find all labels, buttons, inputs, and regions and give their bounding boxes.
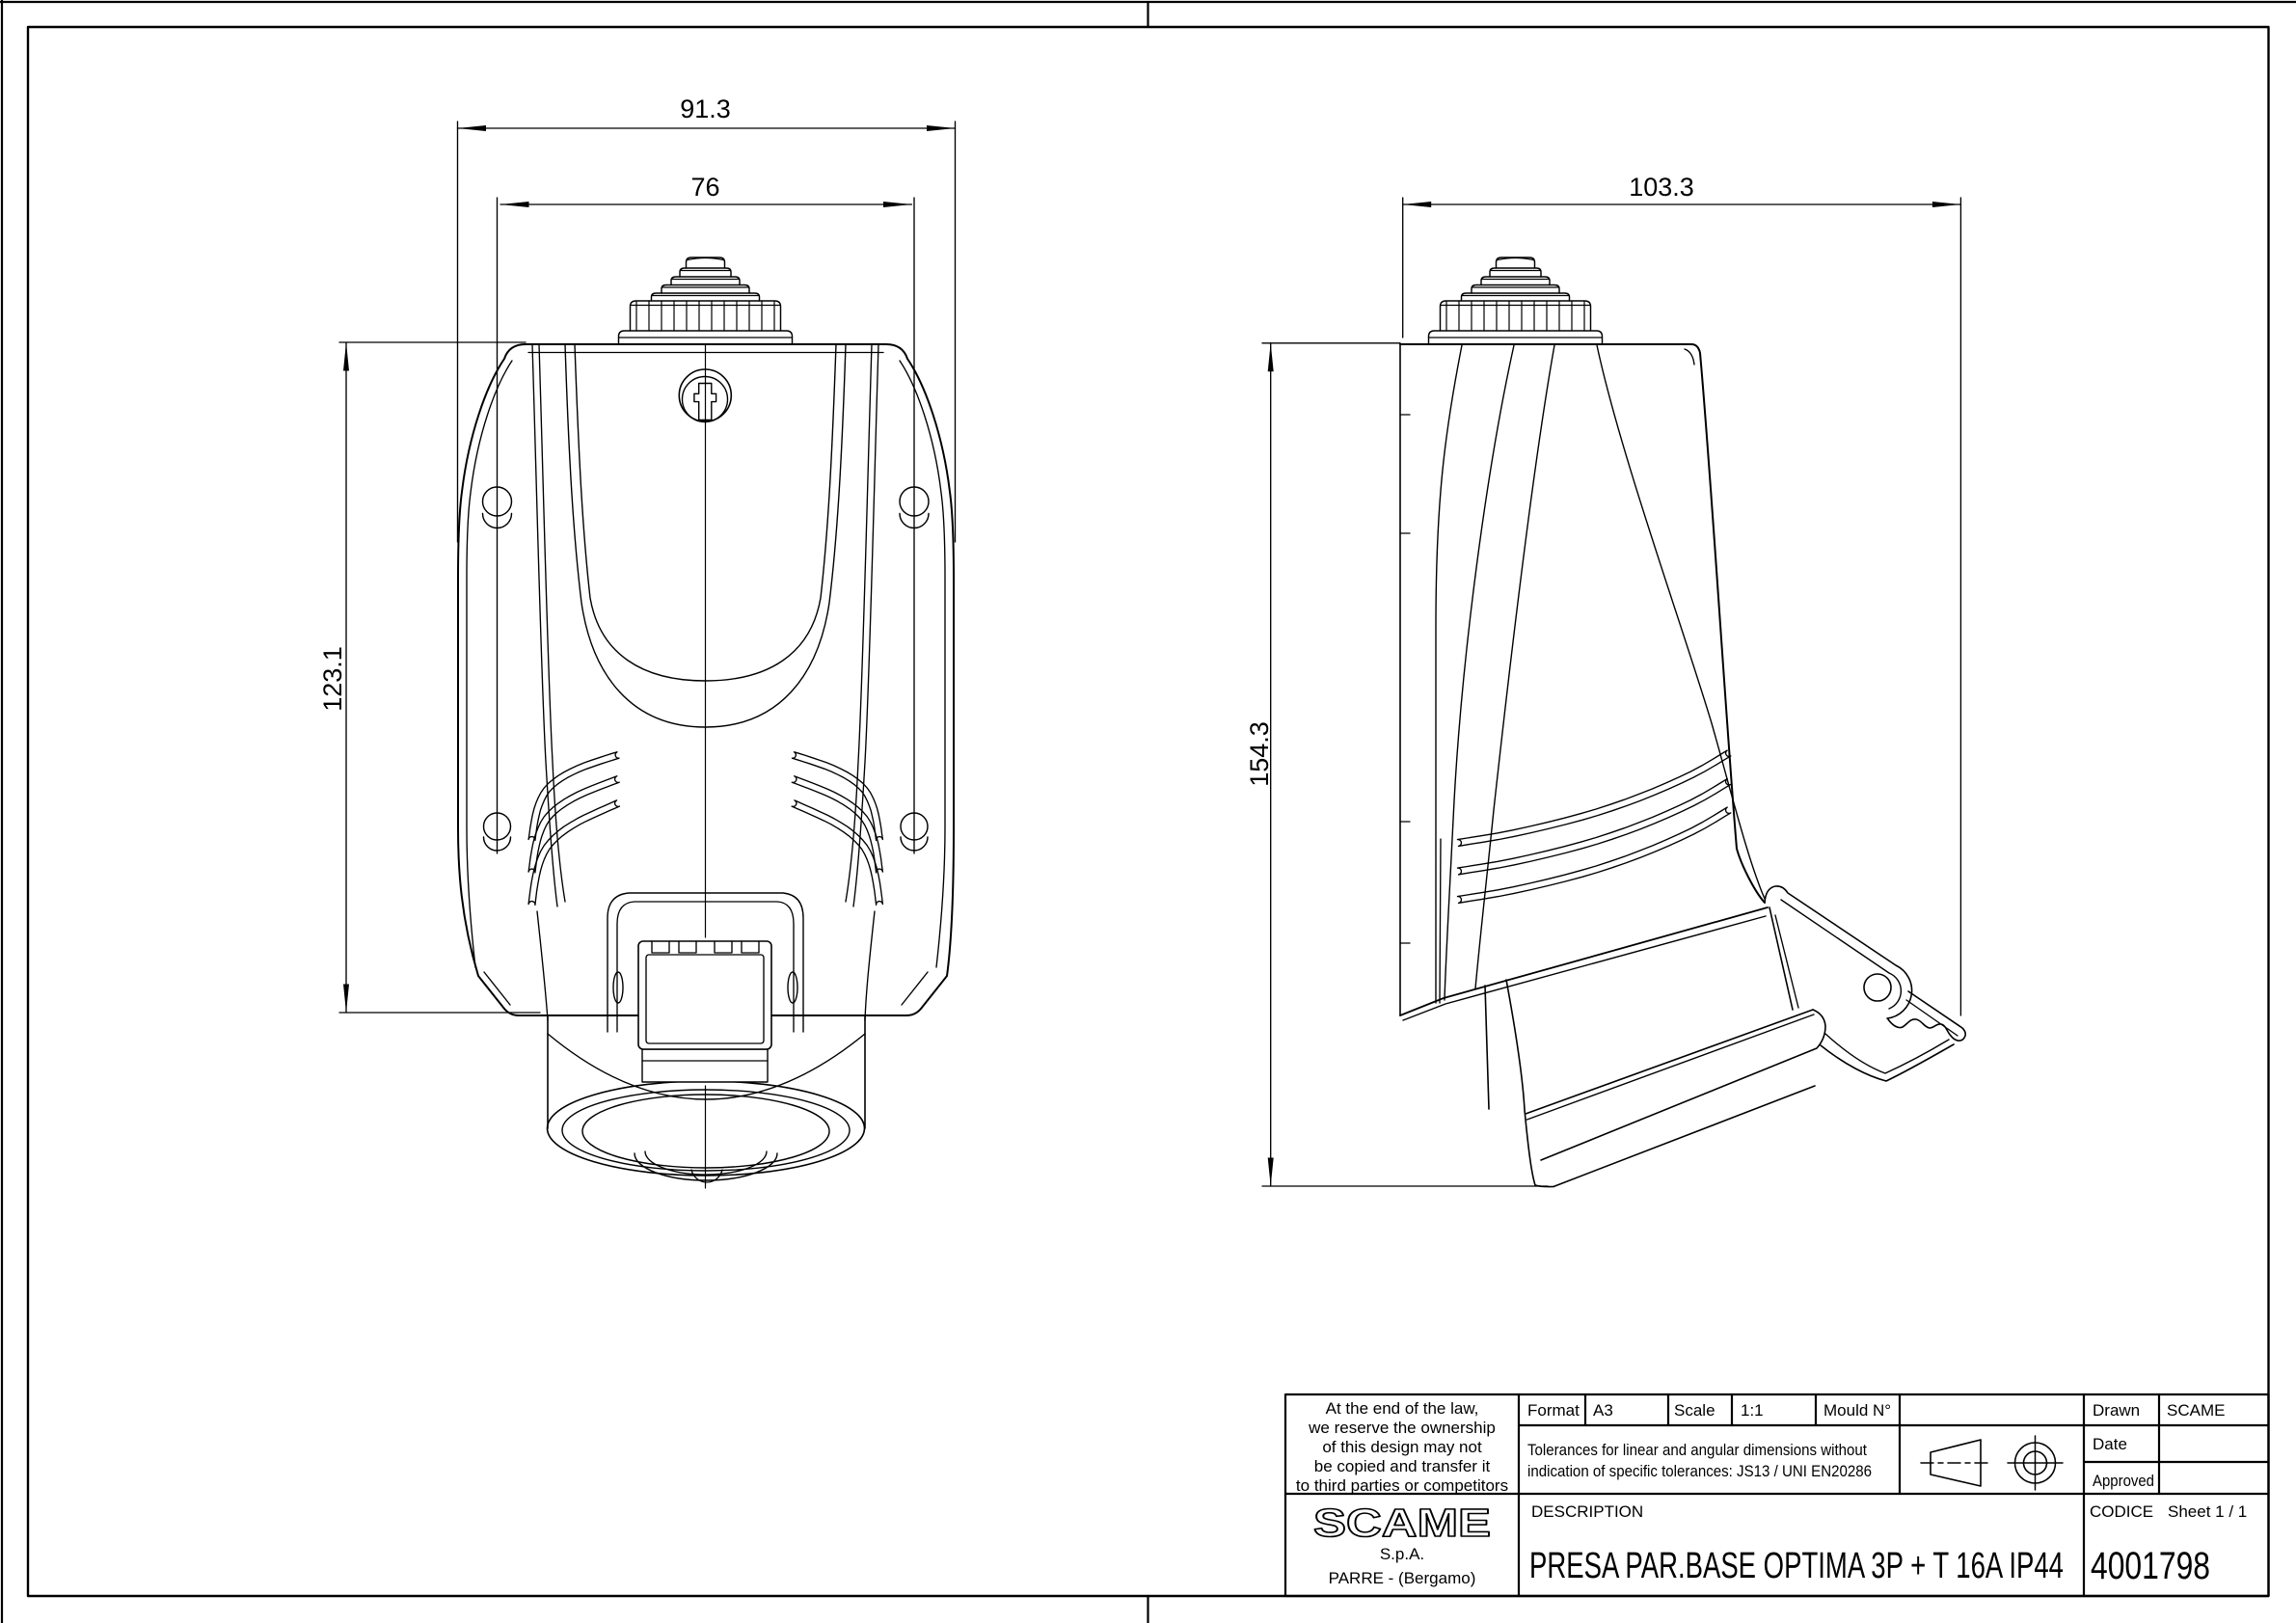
svg-text:4001798: 4001798 [2091, 1545, 2210, 1587]
svg-text:91.3: 91.3 [680, 95, 731, 123]
svg-text:103.3: 103.3 [1629, 173, 1694, 202]
svg-text:Scale: Scale [1674, 1401, 1715, 1420]
svg-text:76: 76 [690, 173, 719, 202]
svg-text:PRESA PAR.BASE OPTIMA 3P + T 1: PRESA PAR.BASE OPTIMA 3P + T 16A IP44 [1529, 1546, 2064, 1586]
svg-text:Format: Format [1527, 1401, 1580, 1420]
svg-text:be copied and transfer it: be copied and transfer it [1314, 1457, 1491, 1475]
svg-text:to third parties or competitor: to third parties or competitors [1296, 1476, 1508, 1495]
svg-text:123.1: 123.1 [318, 646, 347, 712]
svg-text:PARRE - (Bergamo): PARRE - (Bergamo) [1329, 1569, 1476, 1587]
svg-text:A3: A3 [1593, 1401, 1613, 1420]
svg-text:SCAME: SCAME [1313, 1501, 1491, 1545]
svg-text:Date: Date [2093, 1435, 2127, 1453]
svg-text:Drawn: Drawn [2093, 1401, 2140, 1420]
svg-text:At the end of the law,: At the end of the law, [1326, 1399, 1479, 1418]
svg-text:of this design may not: of this design may not [1322, 1438, 1482, 1456]
svg-text:Sheet 1 / 1: Sheet 1 / 1 [2168, 1502, 2247, 1521]
svg-text:CODICE: CODICE [2090, 1502, 2153, 1521]
svg-text:154.3: 154.3 [1245, 721, 1274, 787]
svg-text:Mould N°: Mould N° [1823, 1401, 1891, 1420]
svg-text:Approved: Approved [2093, 1472, 2154, 1490]
svg-text:Tolerances for linear and angu: Tolerances for linear and angular dimens… [1527, 1441, 1867, 1459]
svg-text:S.p.A.: S.p.A. [1380, 1545, 1424, 1563]
svg-text:indication of specific toleran: indication of specific tolerances: JS13 … [1527, 1462, 1872, 1480]
svg-text:SCAME: SCAME [2167, 1401, 2225, 1420]
svg-text:we reserve the ownership: we reserve the ownership [1308, 1419, 1496, 1437]
svg-text:1:1: 1:1 [1741, 1401, 1764, 1420]
svg-text:DESCRIPTION: DESCRIPTION [1531, 1502, 1643, 1521]
